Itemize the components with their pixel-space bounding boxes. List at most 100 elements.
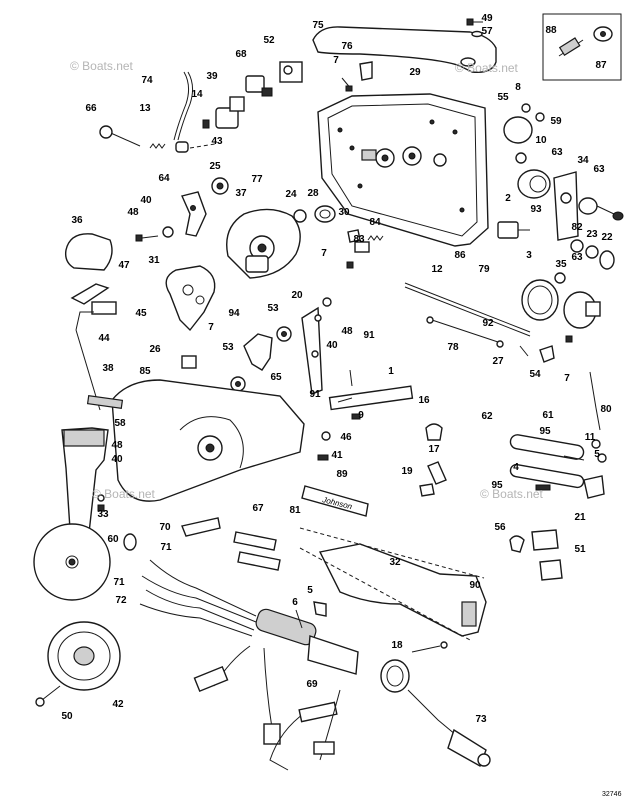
lower-housing-and-handle	[33, 379, 305, 707]
callout-27: 27	[492, 356, 504, 367]
wiring-harness	[139, 559, 491, 771]
control-housing	[317, 93, 489, 247]
callout-64: 64	[158, 173, 170, 184]
callout-1: 1	[388, 366, 394, 377]
callout-48: 48	[111, 440, 123, 451]
callout-5: 5	[307, 585, 313, 596]
callout-33: 33	[97, 509, 109, 520]
callout-77: 77	[251, 174, 263, 185]
callout-50: 50	[61, 711, 73, 722]
callout-23: 23	[586, 229, 598, 240]
callout-52: 52	[263, 35, 275, 46]
callout-37: 37	[235, 188, 247, 199]
callout-7: 7	[208, 322, 214, 333]
callout-92: 92	[482, 318, 494, 329]
callout-29: 29	[409, 67, 421, 78]
callout-94: 94	[228, 308, 240, 319]
callout-7: 7	[333, 55, 339, 66]
callout-63: 63	[571, 252, 583, 263]
callout-70: 70	[159, 522, 171, 533]
callout-63: 63	[593, 164, 605, 175]
top-cover	[312, 26, 497, 73]
watermark-top-left: © Boats.net	[70, 59, 134, 73]
callout-30: 30	[338, 207, 350, 218]
callout-67: 67	[252, 503, 264, 514]
callout-17: 17	[428, 444, 440, 455]
callout-90: 90	[469, 580, 481, 591]
tab-parts-67	[181, 517, 281, 571]
callout-93: 93	[530, 204, 542, 215]
callout-91: 91	[309, 389, 321, 400]
callout-54: 54	[529, 369, 541, 380]
callout-34: 34	[577, 155, 589, 166]
inset-box	[542, 13, 622, 81]
mechanism-parts	[64, 177, 447, 497]
callout-95: 95	[539, 426, 551, 437]
callout-72: 72	[115, 595, 127, 606]
callout-42: 42	[112, 699, 124, 710]
callout-12: 12	[431, 264, 443, 275]
callout-76: 76	[341, 41, 353, 52]
callout-87: 87	[595, 60, 607, 71]
callout-41: 41	[331, 450, 343, 461]
callout-7: 7	[321, 248, 327, 259]
callout-69: 69	[306, 679, 318, 690]
watermark-middle-right: © Boats.net	[480, 487, 544, 501]
callout-81: 81	[289, 505, 301, 516]
callout-78: 78	[447, 342, 459, 353]
callout-45: 45	[135, 308, 147, 319]
johnson-badge: Johnson	[301, 485, 369, 517]
callout-19: 19	[401, 466, 413, 477]
callout-55: 55	[497, 92, 509, 103]
callout-95: 95	[491, 480, 503, 491]
callout-22: 22	[601, 232, 613, 243]
callout-61: 61	[542, 410, 554, 421]
callout-74: 74	[141, 75, 153, 86]
callout-80: 80	[600, 404, 612, 415]
callout-40: 40	[111, 454, 123, 465]
callout-73: 73	[475, 714, 487, 725]
callout-71: 71	[160, 542, 172, 553]
callout-84: 84	[369, 217, 381, 228]
callout-10: 10	[535, 135, 547, 146]
callout-21: 21	[574, 512, 586, 523]
callout-85: 85	[139, 366, 151, 377]
upper-left-parts	[99, 61, 373, 153]
diagram-id: 32746	[602, 791, 622, 798]
callout-66: 66	[85, 103, 97, 114]
callout-53: 53	[267, 303, 279, 314]
callout-5: 5	[594, 449, 600, 460]
callout-3: 3	[526, 250, 532, 261]
callout-31: 31	[148, 255, 160, 266]
callout-9: 9	[358, 410, 364, 421]
callout-40: 40	[326, 340, 338, 351]
callout-38: 38	[102, 363, 114, 374]
callout-4: 4	[513, 462, 519, 473]
callout-2: 2	[505, 193, 511, 204]
callout-44: 44	[98, 333, 110, 344]
callout-28: 28	[307, 188, 319, 199]
callout-58: 58	[114, 418, 126, 429]
callout-11: 11	[585, 432, 596, 443]
callout-36: 36	[71, 215, 83, 226]
right-side-parts	[497, 103, 624, 581]
callout-16: 16	[418, 395, 430, 406]
callout-39: 39	[206, 71, 218, 82]
callout-53: 53	[222, 342, 234, 353]
callout-56: 56	[494, 522, 506, 533]
callout-26: 26	[149, 344, 161, 355]
callout-48: 48	[341, 326, 353, 337]
callout-13: 13	[139, 103, 151, 114]
callout-71: 71	[113, 577, 125, 588]
callout-83: 83	[353, 234, 365, 245]
callout-40: 40	[140, 195, 152, 206]
callout-24: 24	[285, 189, 297, 200]
callout-63: 63	[551, 147, 563, 158]
watermark-top-right: © Boats.net	[455, 61, 519, 75]
callout-25: 25	[209, 161, 221, 172]
callout-75: 75	[312, 20, 324, 31]
watermark-middle-left: © Boats.net	[92, 487, 156, 501]
